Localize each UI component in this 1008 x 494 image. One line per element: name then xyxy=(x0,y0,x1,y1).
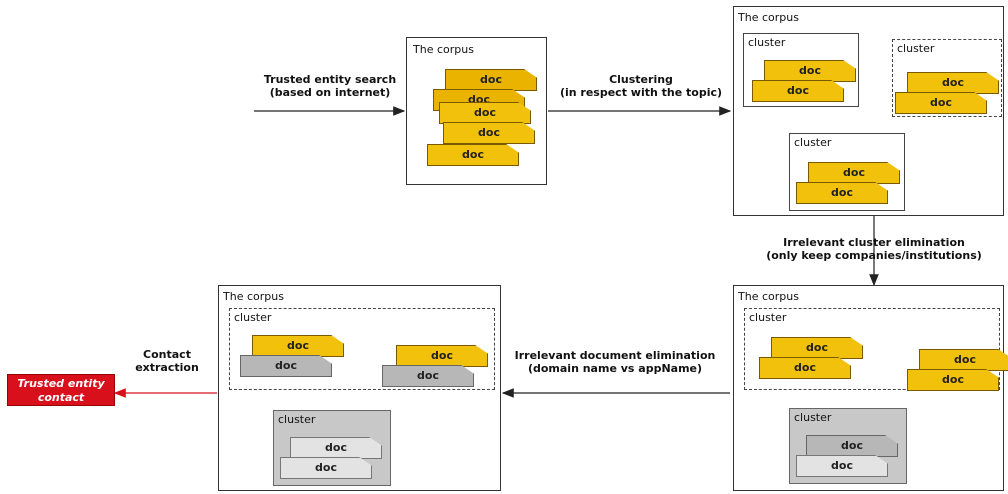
corpus-title: The corpus xyxy=(413,43,474,56)
doc: doc xyxy=(445,69,537,91)
step-contact-label: Contact extraction xyxy=(124,348,210,374)
step-cluster-elim-label: Irrelevant cluster elimination (only kee… xyxy=(750,236,998,262)
step-search-line2: (based on internet) xyxy=(269,86,391,99)
doc: doc xyxy=(808,162,900,184)
step-contact-line2: extraction xyxy=(135,361,199,374)
doc: doc xyxy=(752,80,844,102)
cluster-label: cluster xyxy=(897,42,935,55)
output-line1: Trusted entity xyxy=(17,377,105,390)
doc: doc xyxy=(396,345,488,367)
doc: doc xyxy=(240,355,332,377)
cluster-group: cluster doc doc doc doc xyxy=(744,308,1008,391)
doc: doc xyxy=(280,457,372,479)
cluster: cluster doc doc xyxy=(789,133,905,211)
doc: doc xyxy=(771,337,863,359)
doc: doc xyxy=(907,72,999,94)
cluster-eliminated: cluster doc doc xyxy=(273,410,391,486)
step-clustering-label: Clustering (in respect with the topic) xyxy=(548,73,734,99)
cluster: cluster doc doc xyxy=(743,33,859,107)
step-search-line1: Trusted entity search xyxy=(263,73,397,86)
corpus-relevant-clusters: The corpus cluster doc doc doc doc clust… xyxy=(733,285,1008,491)
doc: doc xyxy=(919,349,1008,371)
corpus-title: The corpus xyxy=(738,290,799,303)
step-cluster-elim-line1: Irrelevant cluster elimination xyxy=(783,236,965,249)
doc: doc xyxy=(796,182,888,204)
doc: doc xyxy=(895,92,987,114)
doc: doc xyxy=(764,60,856,82)
doc: doc xyxy=(252,335,344,357)
cluster-label: cluster xyxy=(794,411,832,424)
doc: doc xyxy=(796,455,888,477)
step-clustering-line1: Clustering xyxy=(609,73,673,86)
cluster-label: cluster xyxy=(794,136,832,149)
doc: doc xyxy=(443,122,535,144)
step-doc-elim-line1: Irrelevant document elimination xyxy=(514,349,716,362)
corpus-clustered: The corpus cluster doc doc cluster doc d… xyxy=(733,6,1004,216)
step-search-label: Trusted entity search (based on internet… xyxy=(250,73,410,99)
doc: doc xyxy=(907,369,999,391)
corpus-initial: The corpus doc doc doc doc doc xyxy=(406,37,547,185)
cluster-label: cluster xyxy=(278,413,316,426)
step-cluster-elim-line2: (only keep companies/institutions) xyxy=(766,249,982,262)
step-doc-elim-label: Irrelevant document elimination (domain … xyxy=(502,349,728,375)
step-contact-line1: Contact xyxy=(143,348,191,361)
doc: doc xyxy=(759,357,851,379)
output-line2: contact xyxy=(37,391,85,404)
corpus-relevant-docs: The corpus cluster doc doc doc doc clust… xyxy=(218,285,501,491)
doc: doc xyxy=(806,435,898,457)
doc: doc xyxy=(427,144,519,166)
doc: doc xyxy=(290,437,382,459)
cluster: cluster doc doc xyxy=(892,39,1002,117)
step-doc-elim-line2: (domain name vs appName) xyxy=(527,362,703,375)
cluster-label: cluster xyxy=(234,311,272,324)
corpus-title: The corpus xyxy=(738,11,799,24)
step-clustering-line2: (in respect with the topic) xyxy=(559,86,723,99)
trusted-entity-contact: Trusted entity contact xyxy=(7,374,115,406)
cluster-label: cluster xyxy=(749,311,787,324)
cluster-eliminated: cluster doc doc xyxy=(789,408,907,484)
doc: doc xyxy=(439,102,531,124)
doc: doc xyxy=(382,365,474,387)
corpus-title: The corpus xyxy=(223,290,284,303)
cluster-group: cluster doc doc doc doc xyxy=(229,308,495,390)
cluster-label: cluster xyxy=(748,36,786,49)
